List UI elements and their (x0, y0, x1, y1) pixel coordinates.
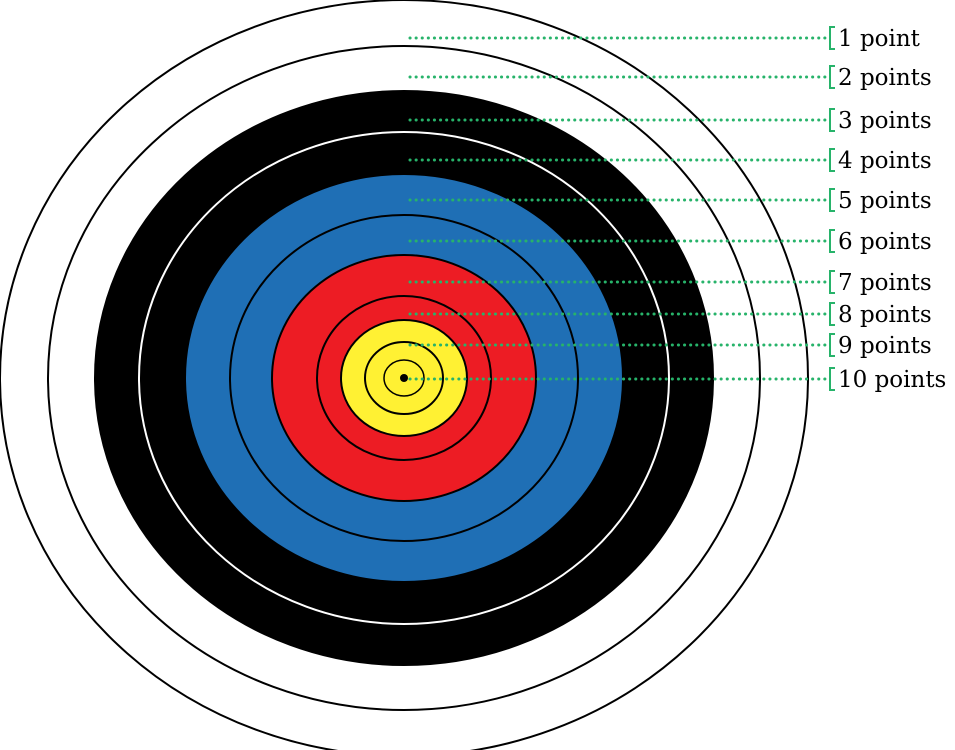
score-label-4: 4 points (838, 148, 932, 174)
score-label-5: 5 points (838, 188, 932, 214)
score-labels: 1 point 2 points 3 points 4 points 5 poi… (838, 26, 946, 393)
score-label-10: 10 points (838, 367, 946, 393)
label-bracket-1 (829, 26, 835, 50)
score-label-9: 9 points (838, 333, 932, 359)
label-bracket-2 (829, 65, 835, 89)
target-rings (0, 0, 809, 750)
label-bracket-6 (829, 229, 835, 253)
label-bracket-4 (829, 148, 835, 172)
score-label-3: 3 points (838, 108, 932, 134)
label-bracket-5 (829, 188, 835, 212)
center-dot (400, 374, 408, 382)
label-bracket-8 (829, 302, 835, 326)
label-bracket-9 (829, 333, 835, 357)
score-label-7: 7 points (838, 270, 932, 296)
score-label-1: 1 point (838, 26, 921, 52)
score-label-6: 6 points (838, 229, 932, 255)
inner-x-ring (383, 359, 425, 397)
label-bracket-3 (829, 108, 835, 132)
score-label-2: 2 points (838, 65, 932, 91)
label-bracket-10 (829, 367, 835, 391)
score-label-8: 8 points (838, 302, 932, 328)
label-leaders (408, 26, 835, 391)
label-bracket-7 (829, 270, 835, 294)
